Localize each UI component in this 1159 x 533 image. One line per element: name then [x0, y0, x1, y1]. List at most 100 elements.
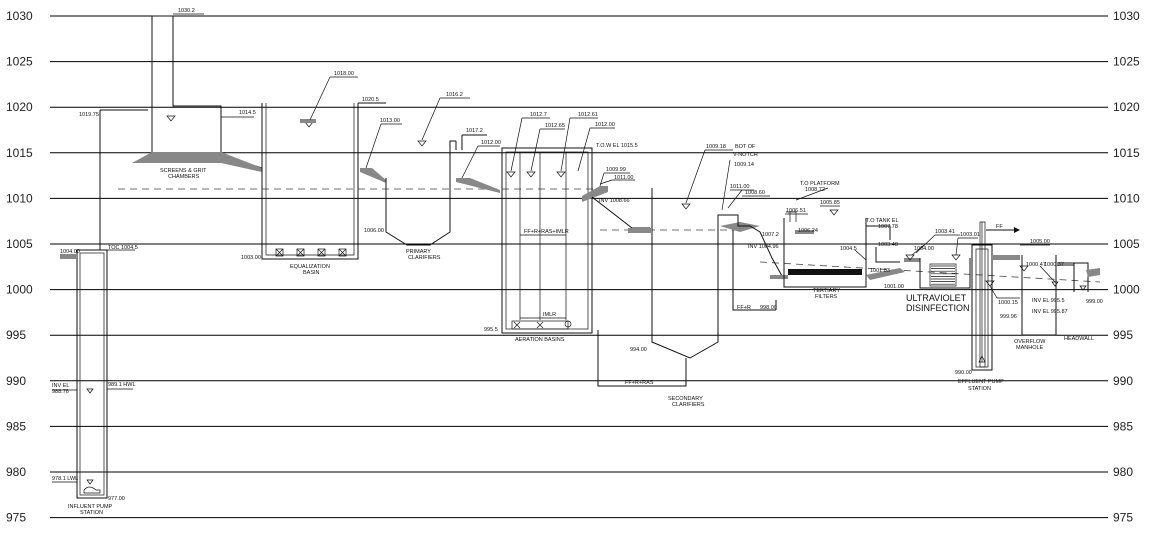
low-level: 999.96 [1000, 314, 1017, 320]
secondary-clarifiers: 1009.18 BOT OF V-NOTCH 1009.14 1011.00 1… [597, 144, 783, 408]
overflow-name-1: OVERFLOW [1014, 339, 1046, 345]
tertiary-filters: 1006.51 1006.24 T.O PLATFORM 1008.72 100… [770, 181, 905, 300]
right-axis-tick: 995 [1113, 328, 1133, 342]
water-level: 1016.2 [446, 92, 463, 98]
right-axis-tick: 990 [1113, 374, 1133, 388]
bottom-elevation: 990.00 [955, 370, 972, 376]
outlet-elevation-1: 1011.00 [730, 184, 749, 190]
mixer-cross [317, 248, 326, 257]
lwl-label: 978.1 LWL [52, 476, 78, 482]
uv-disinfection: 1003.41 1004.00 1003.01 ULTRAVIOLET DISI… [904, 224, 1020, 313]
left-axis-tick: 995 [6, 328, 26, 342]
water-level-2: 1006.24 [798, 228, 818, 234]
level-2: 1003.48 [878, 242, 898, 248]
water-level: 1000.47 [1026, 262, 1046, 268]
elevation-gridlines [50, 15, 1108, 519]
left-axis-tick: 980 [6, 465, 26, 479]
mixer-box [296, 248, 305, 257]
water-level-3: 1005.85 [820, 200, 840, 206]
effluent-pump-station: 1000.15 999.96 990.00 EFFLUENT PUMP STAT… [955, 221, 1020, 392]
invert-label: INV 1004.96 [748, 244, 779, 250]
mixer-cross [296, 248, 305, 257]
ground-hatch [132, 152, 221, 163]
left-axis-tick: 1000 [6, 283, 33, 297]
level-3: 1001.83 [870, 268, 890, 274]
ground-elevation: 1013.00 [380, 118, 400, 124]
effluent-name-1: EFFLUENT PUMP [958, 379, 1004, 385]
level-1: 1004.5 [840, 246, 857, 252]
overflow-name-2: MANHOLE [1016, 345, 1044, 351]
top-elevation: 1030.2 [178, 8, 195, 14]
overflow-manhole: 1005.00 1000.47 1000.37 INV EL 995.5 INV… [992, 239, 1074, 351]
platform-label: T.O PLATFORM [800, 181, 840, 187]
primary-clarifiers: 1013.00 1016.2 1017.2 1012.00 1006.00 PR… [360, 92, 501, 261]
inv-value: 988.76 [52, 389, 69, 395]
right-axis-tick: 1020 [1113, 100, 1140, 114]
mixer-box [317, 248, 326, 257]
arrow-icon [1014, 227, 1020, 233]
platform-elevation: 1008.72 [805, 187, 825, 193]
water-level-1: 1006.51 [786, 208, 806, 214]
screens-grit-chambers: 1030.2 1019.75 1014.5 SCREENS & GRIT CHA… [79, 8, 263, 180]
mixer-boxes [275, 248, 347, 257]
mixer-box [338, 248, 347, 257]
tertiary-name-1: TERTIARY [813, 288, 840, 294]
ground-hatch [60, 254, 77, 259]
water-level-3: 1004.00 [914, 246, 934, 252]
water-level: 1018.00 [334, 71, 354, 77]
aeration-name: AERATION BASINS [515, 337, 565, 343]
bottom-elevation: 977.00 [108, 496, 125, 502]
el-label: 1007.2 [762, 232, 779, 238]
water-level-4: 1012.00 [595, 122, 615, 128]
tank-label: T.O TANK EL [866, 218, 899, 224]
secondary-name-2: CLARIFIERS [672, 402, 705, 408]
left-elevation-axis: 1030102510201015101010051000995990985980… [6, 9, 33, 525]
ffar-elevation: 998.00 [760, 305, 777, 311]
right-axis-tick: 985 [1113, 419, 1133, 433]
aeration-basins: FF+R+RAS+IMLR IMLR 1012.7 1012.65 1012.6… [484, 112, 650, 343]
right-axis-tick: 1010 [1113, 191, 1140, 205]
hwl-label: 989.1 HWL [108, 382, 136, 388]
ground-elevation: 1011.00 [614, 175, 633, 181]
bottom-elevation: 1006.00 [364, 228, 384, 234]
invert-2: INV EL 995.87 [1032, 309, 1068, 315]
toc-label: TOC 1004.5 [108, 245, 138, 251]
water-level: 1009.18 [706, 144, 726, 150]
right-elevation-axis: 1030102510201015101010051000995990985980… [1113, 9, 1140, 525]
effluent-name-2: STATION [968, 386, 991, 392]
flow-label: FF+R+RAS+IMLR [524, 229, 569, 235]
left-axis-tick: 1010 [6, 191, 33, 205]
outlet-elevation: 1012.00 [481, 140, 501, 146]
left-axis-tick: 1025 [6, 55, 33, 69]
tank-elevation: 1007.78 [878, 224, 898, 230]
headwall-name: HEADWALL [1064, 336, 1094, 342]
uv-lamp-banks [931, 265, 955, 285]
right-axis-tick: 1015 [1113, 146, 1140, 160]
top-of-wall: T.O.W EL 1015.5 [596, 143, 638, 149]
mixer-cross [338, 248, 347, 257]
equalization-basin: 1018.00 1020.5 1003.00 EQUALIZATION BASI… [241, 71, 386, 276]
bottom-of-label: BOT OF [735, 144, 756, 150]
screens-name-2: CHAMBERS [168, 174, 200, 180]
left-axis-tick: 1015 [6, 146, 33, 160]
inv-label: INV EL [52, 383, 69, 389]
ffar-label: FF+R [737, 305, 751, 311]
right-axis-tick: 1030 [1113, 9, 1140, 23]
invert-label: INV 1008.66 [599, 198, 630, 204]
filter-media [788, 269, 862, 275]
water-level: 1000.15 [998, 300, 1018, 306]
left-axis-tick: 985 [6, 419, 26, 433]
level-4: 1001.00 [884, 284, 904, 290]
right-axis-tick: 1025 [1113, 55, 1140, 69]
bottom-elevation: 1003.00 [241, 255, 261, 261]
left-axis-tick: 975 [6, 511, 26, 525]
ground-elevation: 1005.00 [1030, 239, 1050, 245]
uv-name-1: ULTRAVIOLET [906, 293, 967, 303]
ground-elevation: 1004.00 [60, 249, 80, 255]
water-level: 1019.75 [79, 112, 99, 118]
equalization-name-1: EQUALIZATION [290, 264, 330, 270]
water-level-2: 1003.01 [960, 232, 980, 238]
tertiary-name-2: FILTERS [815, 294, 838, 300]
